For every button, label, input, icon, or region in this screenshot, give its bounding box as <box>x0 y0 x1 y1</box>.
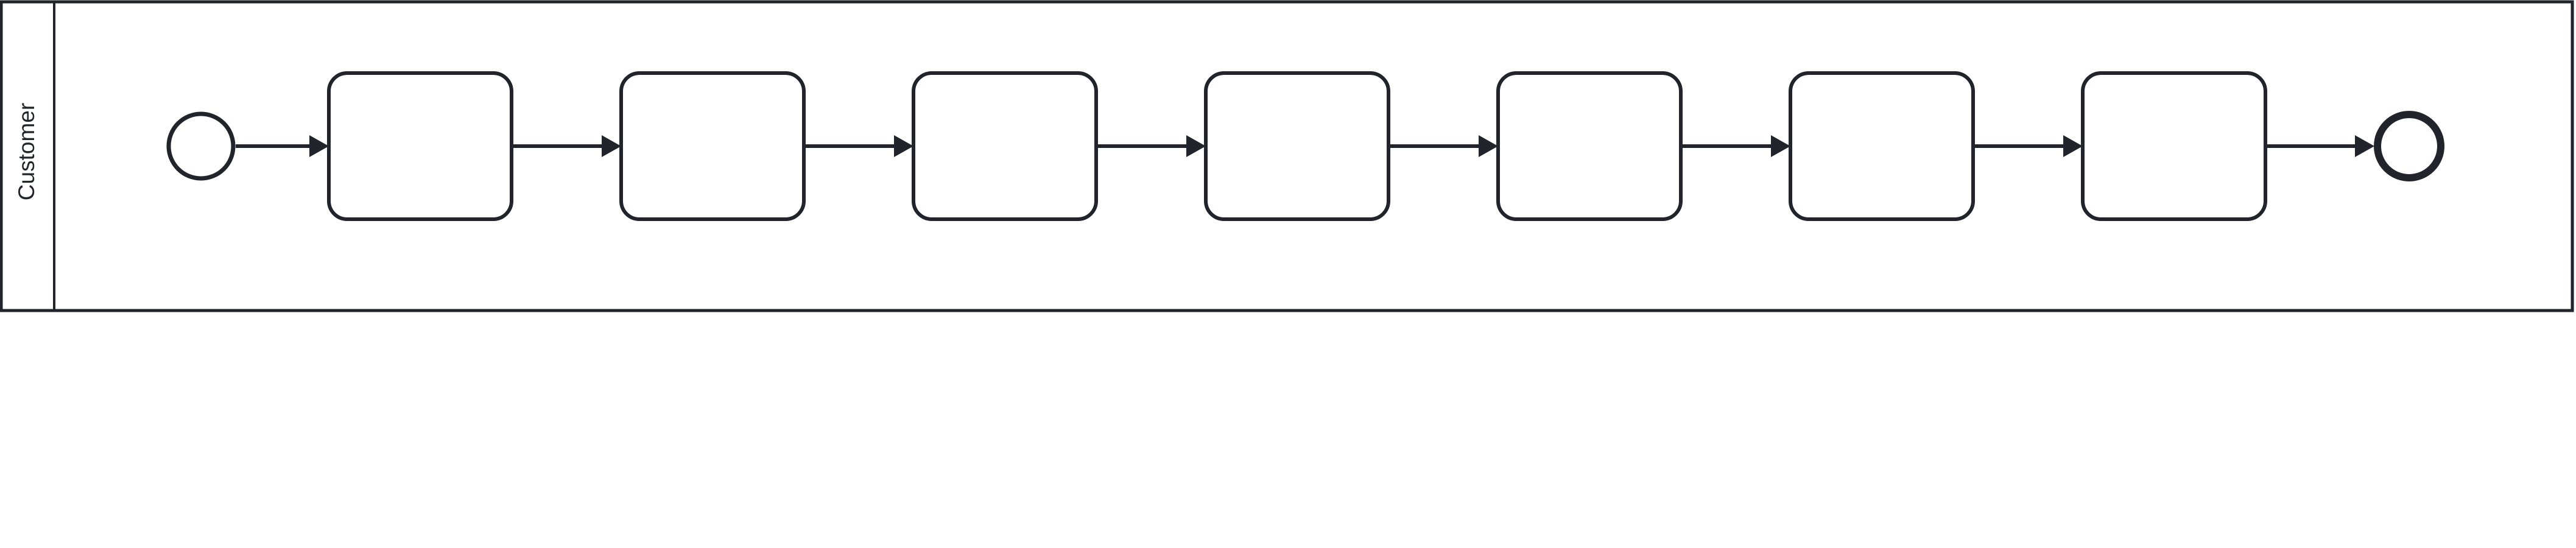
arrowhead-icon <box>1186 135 1206 157</box>
task-1[interactable] <box>327 71 513 221</box>
arrowhead-icon <box>1479 135 1498 157</box>
arrowhead-icon <box>1771 135 1790 157</box>
arrowhead-icon <box>309 135 329 157</box>
sequence-flow-7[interactable] <box>1973 135 2083 157</box>
arrowhead-icon <box>894 135 913 157</box>
arrowhead-icon <box>2355 135 2374 157</box>
task-3[interactable] <box>912 71 1098 221</box>
pool-label: Customer <box>14 103 39 200</box>
arrowhead-icon <box>2063 135 2083 157</box>
sequence-flow-3[interactable] <box>804 135 913 157</box>
sequence-flow-6[interactable] <box>1681 135 1790 157</box>
task-6[interactable] <box>1789 71 1975 221</box>
sequence-flow-5[interactable] <box>1388 135 1498 157</box>
task-2[interactable] <box>619 71 806 221</box>
task-7[interactable] <box>2081 71 2267 221</box>
sequence-flow-2[interactable] <box>512 135 621 157</box>
start-event[interactable] <box>166 111 236 181</box>
task-5[interactable] <box>1496 71 1683 221</box>
task-4[interactable] <box>1204 71 1390 221</box>
end-event[interactable] <box>2374 111 2444 181</box>
sequence-flow-1[interactable] <box>236 135 329 157</box>
flow-elements <box>166 71 2444 221</box>
sequence-flow-8[interactable] <box>2265 135 2374 157</box>
sequence-flows <box>236 135 2374 157</box>
arrowhead-icon <box>602 135 621 157</box>
sequence-flow-4[interactable] <box>1096 135 1206 157</box>
